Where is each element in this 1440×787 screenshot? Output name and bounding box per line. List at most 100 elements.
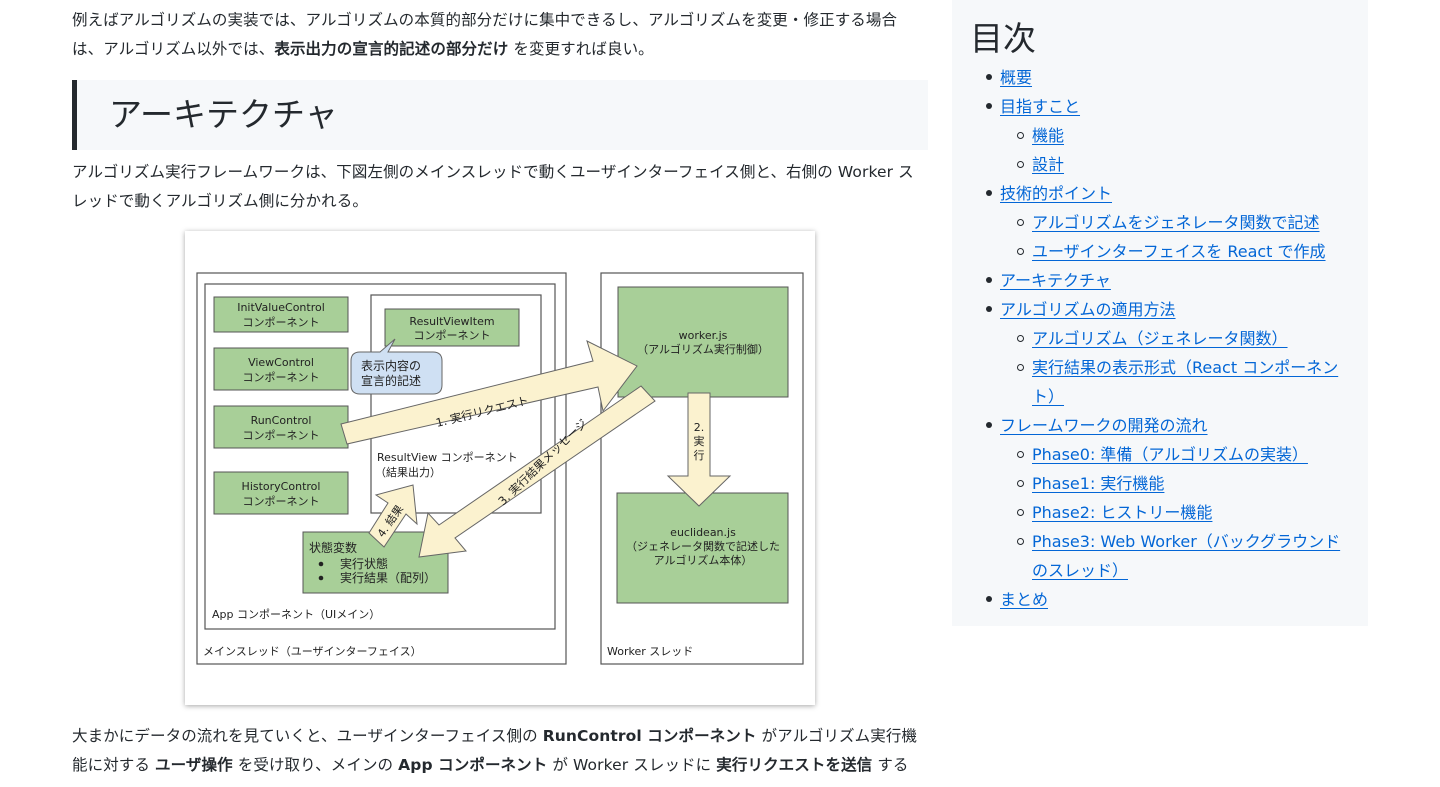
bullet-icon xyxy=(986,103,992,109)
bullet-icon xyxy=(986,190,992,196)
toc-item: まとめ xyxy=(984,585,1354,614)
toc-item: 実行結果の表示形式（React コンポーネント） xyxy=(984,353,1354,411)
intro-text-2: を変更すれば良い。 xyxy=(508,40,654,58)
worker-js-box: worker.js （アルゴリズム実行制御） xyxy=(617,286,789,398)
euclidean-js-line1: euclidean.js xyxy=(670,526,736,539)
toc-link[interactable]: 実行結果の表示形式（React コンポーネント） xyxy=(1032,358,1339,406)
section-paragraph: アルゴリズム実行フレームワークは、下図左側のメインスレッドで動くユーザインターフ… xyxy=(72,163,914,210)
architecture-diagram: メインスレッド（ユーザインターフェイス） App コンポーネント（UIメイン） … xyxy=(185,231,815,705)
flow-bold-text: RunControl コンポーネント xyxy=(542,727,757,745)
worker-js-line1: worker.js xyxy=(679,329,728,342)
flow-text: 大まかにデータの流れを見ていくと、ユーザインターフェイス側の xyxy=(72,727,543,745)
toc-item: 機能 xyxy=(984,121,1354,150)
flow-text: を受け取り、メインの xyxy=(232,756,399,774)
component-sub: コンポーネント xyxy=(243,371,320,384)
arrow-execute-num: 2. xyxy=(694,421,705,434)
section-heading-box: アーキテクチャ xyxy=(72,80,928,150)
intro-text-1: 例えばアルゴリズムの実装では、アルゴリズムの本質的部分だけに集中できるし、アルゴ… xyxy=(72,11,898,58)
flow-text: が Worker スレッドに xyxy=(547,756,717,774)
toc-link[interactable]: アーキテクチャ xyxy=(1000,271,1111,290)
euclidean-js-line2: （ジェネレータ関数で記述した xyxy=(626,539,780,553)
circle-bullet-icon xyxy=(1017,451,1024,458)
toc-link[interactable]: アルゴリズム（ジェネレータ関数） xyxy=(1032,329,1288,348)
component-sub: コンポーネント xyxy=(243,316,320,329)
component-name: RunControl xyxy=(251,414,312,427)
flow-bold-text: ユーザ操作 xyxy=(155,756,233,774)
arrow-execute: 2. 実 行 xyxy=(666,392,732,507)
state-item: 実行結果（配列） xyxy=(340,570,436,585)
table-of-contents: 目次 概要目指すこと機能設計技術的ポイントアルゴリズムをジェネレータ関数で記述ユ… xyxy=(952,0,1368,626)
toc-link[interactable]: アルゴリズムの適用方法 xyxy=(1000,300,1176,319)
component-name: ResultViewItem xyxy=(409,315,494,328)
toc-list: 概要目指すこと機能設計技術的ポイントアルゴリズムをジェネレータ関数で記述ユーザイ… xyxy=(984,63,1354,614)
toc-item: アーキテクチャ xyxy=(984,266,1354,295)
intro-paragraph: 例えばアルゴリズムの実装では、アルゴリズムの本質的部分だけに集中できるし、アルゴ… xyxy=(72,6,928,64)
toc-item: 目指すこと xyxy=(984,92,1354,121)
circle-bullet-icon xyxy=(1017,509,1024,516)
circle-bullet-icon xyxy=(1017,161,1024,168)
toc-link[interactable]: 設計 xyxy=(1032,155,1065,174)
toc-link[interactable]: 機能 xyxy=(1032,126,1065,145)
toc-item: 技術的ポイント xyxy=(984,179,1354,208)
circle-bullet-icon xyxy=(1017,538,1024,545)
flow-text: する xyxy=(872,756,909,774)
toc-link[interactable]: アルゴリズムをジェネレータ関数で記述 xyxy=(1032,213,1320,232)
toc-item: Phase1: 実行機能 xyxy=(984,469,1354,498)
toc-link[interactable]: フレームワークの開発の流れ xyxy=(1000,416,1208,435)
toc-item: ユーザインターフェイスを React で作成 xyxy=(984,237,1354,266)
worker-thread-label: Worker スレッド xyxy=(607,645,693,658)
toc-link[interactable]: Phase1: 実行機能 xyxy=(1032,474,1165,493)
bullet-icon xyxy=(318,561,324,567)
component-viewcontrol: ViewControl コンポーネント xyxy=(213,347,349,391)
circle-bullet-icon xyxy=(1017,335,1024,342)
component-resultviewitem: ResultViewItem コンポーネント xyxy=(384,308,520,347)
app-component-label: App コンポーネント（UIメイン） xyxy=(212,608,380,621)
component-historycontrol: HistoryControl コンポーネント xyxy=(213,471,349,515)
flow-paragraph: 大まかにデータの流れを見ていくと、ユーザインターフェイス側の RunContro… xyxy=(72,722,928,780)
toc-title: 目次 xyxy=(970,19,1036,58)
component-name: InitValueControl xyxy=(237,301,325,314)
bullet-icon xyxy=(986,596,992,602)
component-runcontrol: RunControl コンポーネント xyxy=(213,405,349,449)
component-name: ViewControl xyxy=(248,356,314,369)
toc-link[interactable]: まとめ xyxy=(1000,590,1049,609)
bullet-icon xyxy=(318,575,324,581)
toc-link[interactable]: 概要 xyxy=(1000,68,1033,87)
toc-link[interactable]: 技術的ポイント xyxy=(1000,184,1113,203)
flow-bold-text: 実行リクエストを送信 xyxy=(716,756,873,774)
callout-line1: 表示内容の xyxy=(361,358,421,373)
state-title: 状態変数 xyxy=(309,540,357,555)
component-name: HistoryControl xyxy=(242,480,321,493)
toc-link[interactable]: Phase0: 準備（アルゴリズムの実装） xyxy=(1032,445,1308,464)
toc-link[interactable]: Phase3: Web Worker（バックグラウンドのスレッド） xyxy=(1032,532,1341,580)
euclidean-js-line3: アルゴリズム本体） xyxy=(654,553,753,567)
worker-js-line2: （アルゴリズム実行制御） xyxy=(637,342,769,356)
component-sub: コンポーネント xyxy=(243,495,320,508)
callout-line2: 宣言的記述 xyxy=(361,373,421,388)
declarative-callout: 表示内容の 宣言的記述 xyxy=(350,338,443,395)
toc-item: 概要 xyxy=(984,63,1354,92)
state-item: 実行状態 xyxy=(340,556,388,571)
toc-item: 設計 xyxy=(984,150,1354,179)
circle-bullet-icon xyxy=(1017,480,1024,487)
toc-link[interactable]: ユーザインターフェイスを React で作成 xyxy=(1032,242,1326,261)
component-sub: コンポーネント xyxy=(414,329,491,342)
intro-bold-text: 表示出力の宣言的記述の部分だけ xyxy=(274,40,509,58)
main-thread-label: メインスレッド（ユーザインターフェイス） xyxy=(203,645,422,658)
euclidean-js-box: euclidean.js （ジェネレータ関数で記述した アルゴリズム本体） xyxy=(616,492,789,604)
toc-link[interactable]: Phase2: ヒストリー機能 xyxy=(1032,503,1213,522)
toc-item: アルゴリズム（ジェネレータ関数） xyxy=(984,324,1354,353)
circle-bullet-icon xyxy=(1017,248,1024,255)
state-variables-box: 状態変数 実行状態 実行結果（配列） xyxy=(302,531,449,594)
toc-item: アルゴリズムをジェネレータ関数で記述 xyxy=(984,208,1354,237)
component-sub: コンポーネント xyxy=(243,429,320,442)
toc-item: Phase0: 準備（アルゴリズムの実装） xyxy=(984,440,1354,469)
toc-link[interactable]: 目指すこと xyxy=(1000,97,1081,116)
flow-text: がアルゴリズム実行機能に対する xyxy=(72,727,918,774)
result-view-line2: （結果出力） xyxy=(375,465,441,479)
arrow-execute-char1: 実 xyxy=(694,434,705,448)
arrow-execute-char2: 行 xyxy=(694,449,705,462)
circle-bullet-icon xyxy=(1017,364,1024,371)
toc-item: Phase3: Web Worker（バックグラウンドのスレッド） xyxy=(984,527,1354,585)
bullet-icon xyxy=(986,277,992,283)
